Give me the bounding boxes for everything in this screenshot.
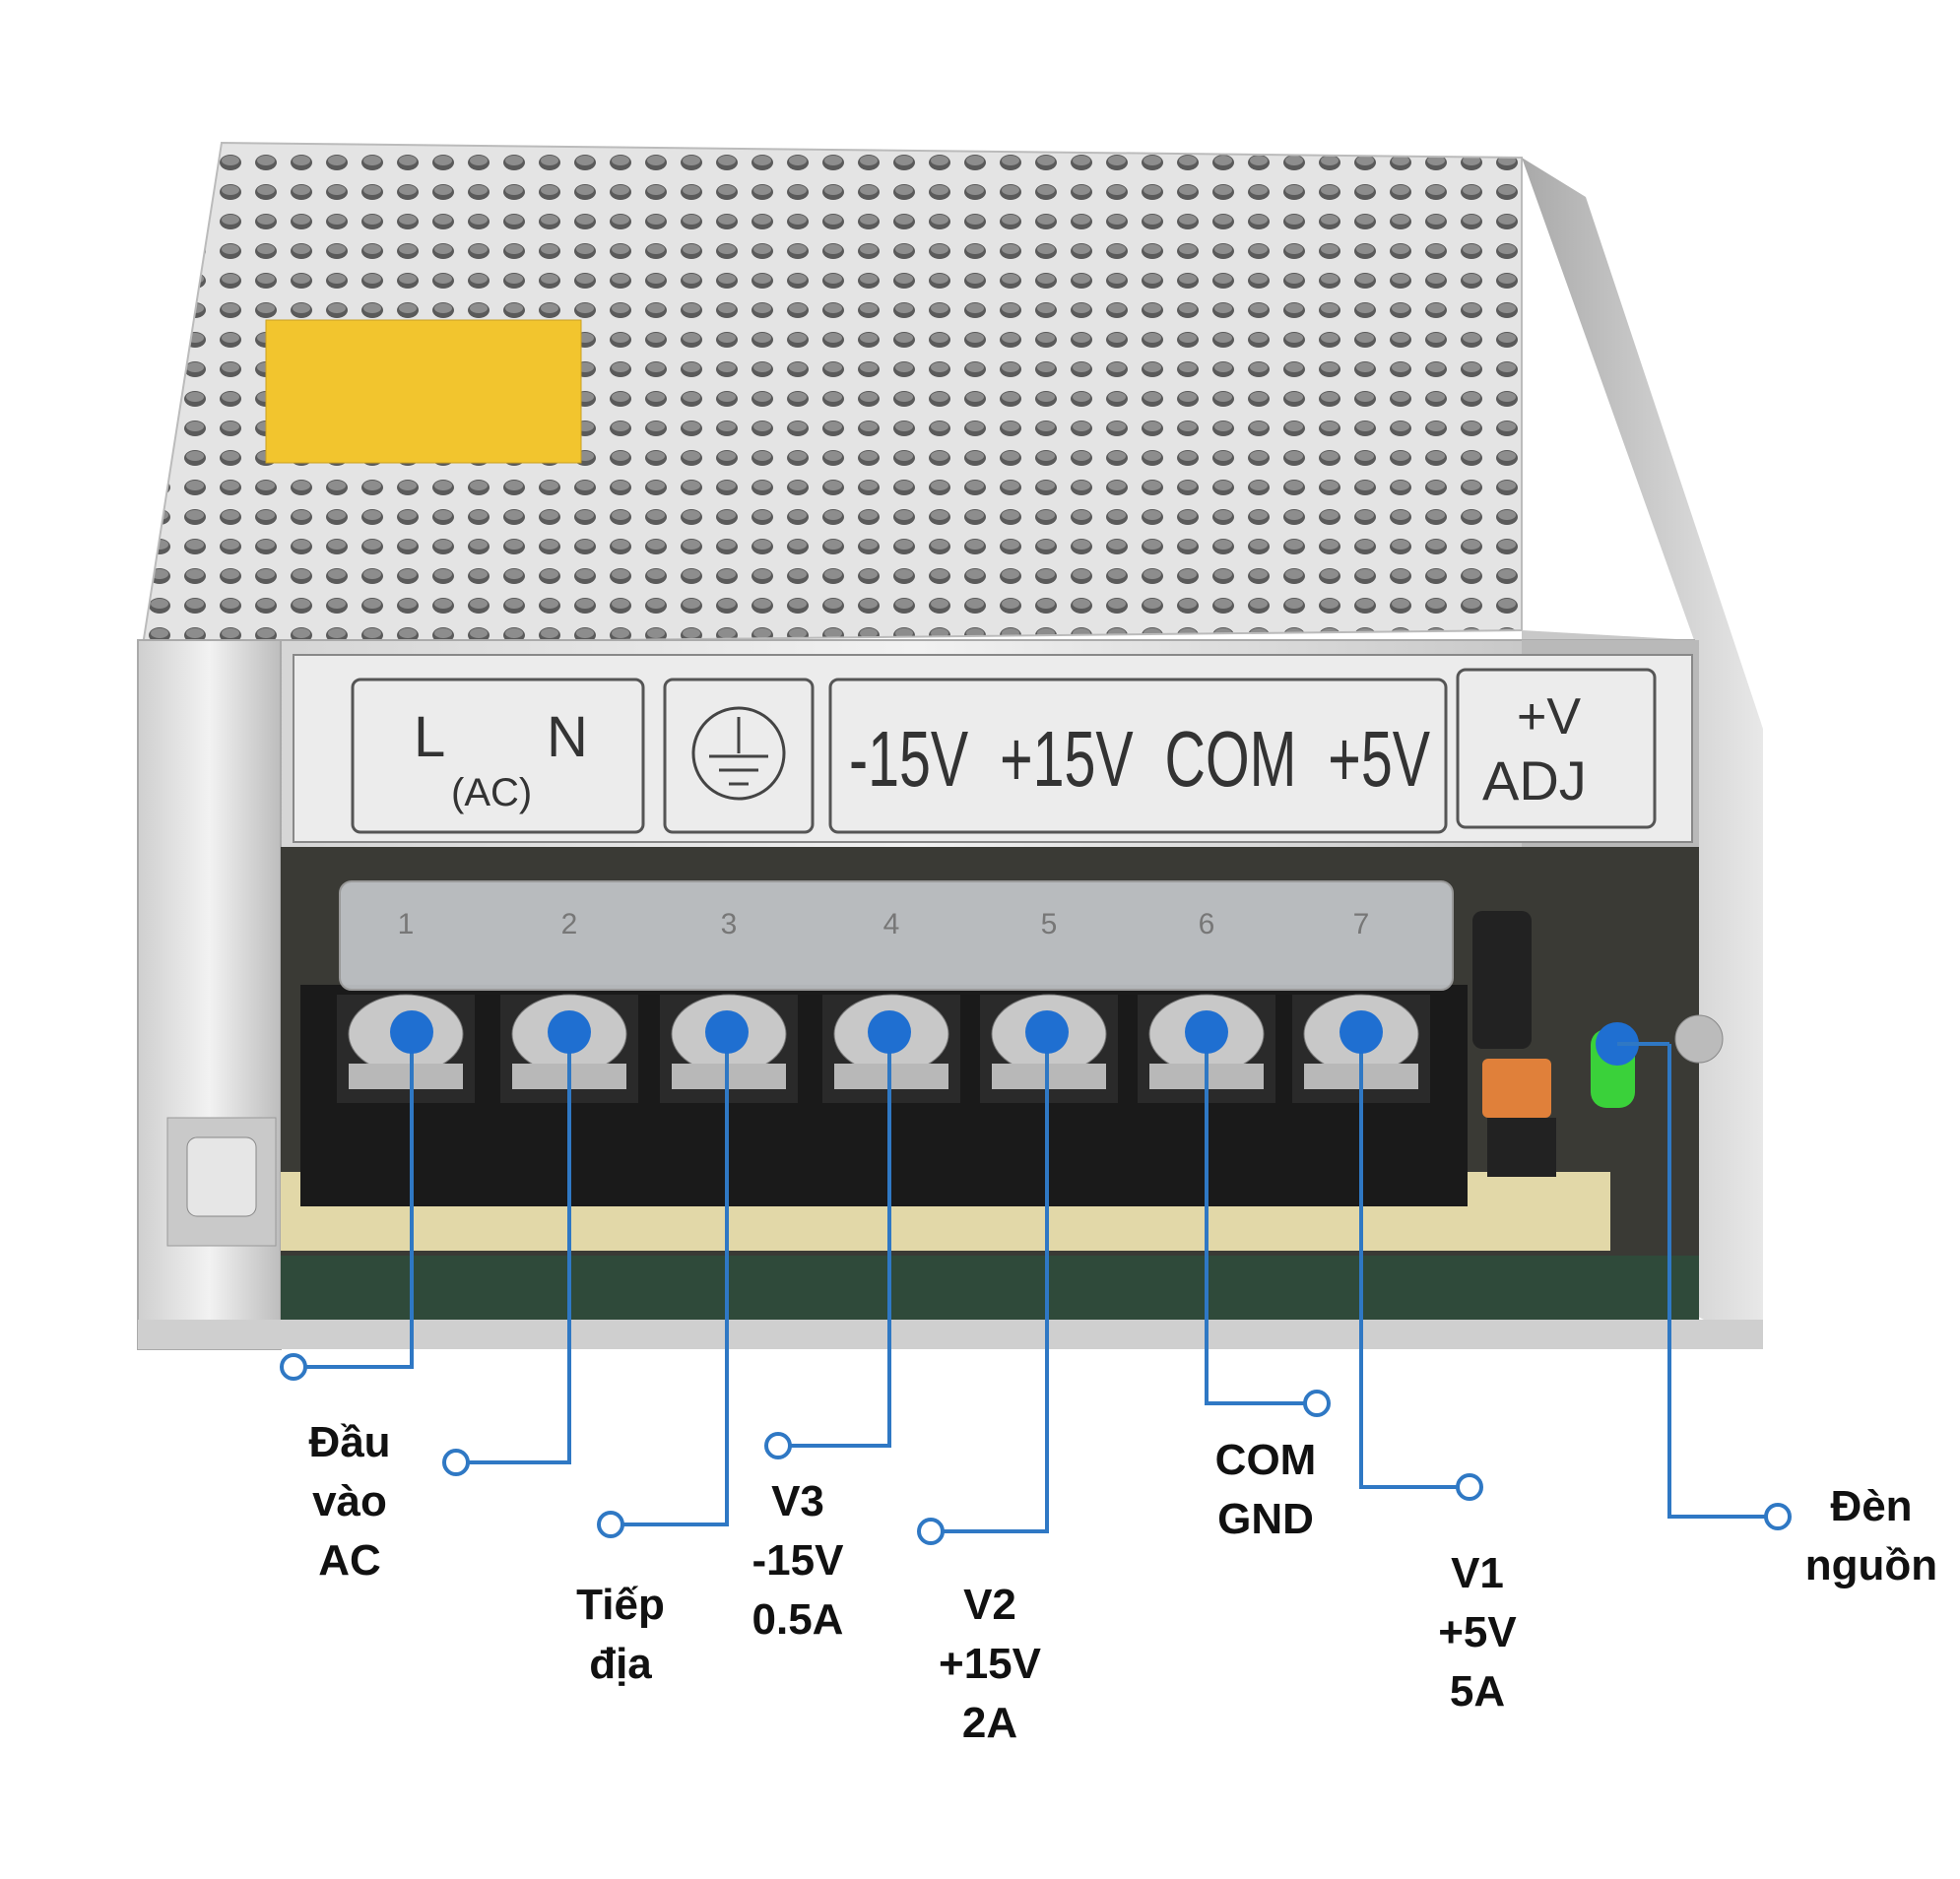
terminal-number: 5 bbox=[1041, 908, 1058, 940]
callout-line: Đầu bbox=[308, 1418, 391, 1466]
callout-line: +15V bbox=[939, 1640, 1041, 1688]
callout-line: V1 bbox=[1451, 1549, 1504, 1597]
callout-ac-input: Đầu vào AC bbox=[251, 1413, 448, 1590]
callout-line: GND bbox=[1217, 1495, 1314, 1543]
dc-panel-box bbox=[828, 678, 1448, 834]
callout-power-led: Đèn nguồn bbox=[1783, 1477, 1960, 1595]
top-cover bbox=[141, 141, 1523, 647]
callout-line: vào bbox=[312, 1477, 387, 1525]
leader-ring bbox=[917, 1518, 945, 1545]
callout-line: V2 bbox=[963, 1581, 1016, 1629]
callout-line: -15V bbox=[751, 1536, 844, 1585]
callout-line: 0.5A bbox=[751, 1595, 844, 1644]
callout-com: COM GND bbox=[1167, 1431, 1364, 1549]
callout-v1: V1 +5V 5A bbox=[1379, 1544, 1576, 1721]
warning-sticker bbox=[265, 319, 582, 464]
panel-adj-bottom: ADJ bbox=[1482, 749, 1587, 811]
leader-line bbox=[456, 1032, 571, 1464]
leader-line bbox=[778, 1032, 891, 1448]
terminal-dot bbox=[1185, 1010, 1228, 1054]
panel-ac: (AC) bbox=[451, 771, 532, 814]
terminal-number: 3 bbox=[721, 908, 738, 940]
terminal-dot bbox=[705, 1010, 749, 1054]
callout-line: nguồn bbox=[1804, 1541, 1938, 1589]
leader-ring bbox=[442, 1449, 470, 1476]
leader-ring bbox=[597, 1511, 624, 1538]
terminal-number: 6 bbox=[1199, 908, 1215, 940]
panel-outputs: -15V +15V COM +5V bbox=[849, 715, 1430, 803]
terminal-1: 1 bbox=[337, 908, 475, 1103]
leader-line bbox=[611, 1032, 729, 1526]
terminal-number: 1 bbox=[398, 908, 415, 940]
terminal-number: 7 bbox=[1353, 908, 1370, 940]
panel-adj-top: +V bbox=[1517, 688, 1581, 745]
leader-ring bbox=[1456, 1473, 1483, 1501]
callout-line: COM bbox=[1214, 1436, 1317, 1484]
ac-panel-box bbox=[351, 678, 645, 834]
capacitor bbox=[1472, 911, 1532, 1049]
screw bbox=[1674, 1014, 1724, 1064]
leader-line bbox=[1205, 1032, 1317, 1405]
callout-line: +5V bbox=[1438, 1608, 1517, 1656]
panel-ac-l: L bbox=[414, 705, 445, 769]
callout-line: Đèn bbox=[1830, 1482, 1913, 1530]
terminal-number: 2 bbox=[561, 908, 578, 940]
terminal-dot bbox=[1339, 1010, 1383, 1054]
chassis-ground-stud bbox=[166, 1117, 277, 1247]
terminal-dot bbox=[868, 1010, 911, 1054]
adj-panel-box bbox=[1456, 668, 1657, 829]
terminal-dot bbox=[1025, 1010, 1069, 1054]
callout-line: Tiếp bbox=[576, 1581, 665, 1629]
terminal-cover bbox=[339, 880, 1454, 991]
callout-line: 2A bbox=[961, 1699, 1018, 1747]
leader-line bbox=[1667, 1044, 1778, 1519]
leader-line bbox=[294, 1032, 414, 1369]
panel-ac-n: N bbox=[547, 705, 588, 769]
callout-line: AC bbox=[318, 1536, 381, 1585]
leader-ring bbox=[1303, 1390, 1331, 1417]
ground-panel-box bbox=[663, 678, 815, 834]
callout-line: V3 bbox=[771, 1477, 824, 1525]
leader-line bbox=[931, 1032, 1049, 1533]
callout-line: 5A bbox=[1449, 1667, 1506, 1716]
leader-ring bbox=[764, 1432, 792, 1459]
leader-ring bbox=[280, 1353, 307, 1381]
leader-lines bbox=[280, 1010, 1792, 1545]
leader-line bbox=[1359, 1032, 1470, 1489]
leader-ring bbox=[1764, 1503, 1792, 1530]
callout-ground: Tiếp địa bbox=[522, 1576, 719, 1694]
terminal-dot bbox=[548, 1010, 591, 1054]
terminal-number: 4 bbox=[883, 908, 900, 940]
callout-v3: V3 -15V 0.5A bbox=[714, 1472, 882, 1650]
ground-symbol-icon bbox=[691, 706, 786, 801]
label-panel: L N (AC) -15V +15V COM +5V +V ADJ bbox=[293, 654, 1693, 843]
terminal-dot bbox=[390, 1010, 433, 1054]
callout-line: địa bbox=[589, 1640, 652, 1688]
callout-v2: V2 +15V 2A bbox=[901, 1576, 1078, 1753]
voltage-adjust-trimmer bbox=[1482, 1059, 1551, 1118]
